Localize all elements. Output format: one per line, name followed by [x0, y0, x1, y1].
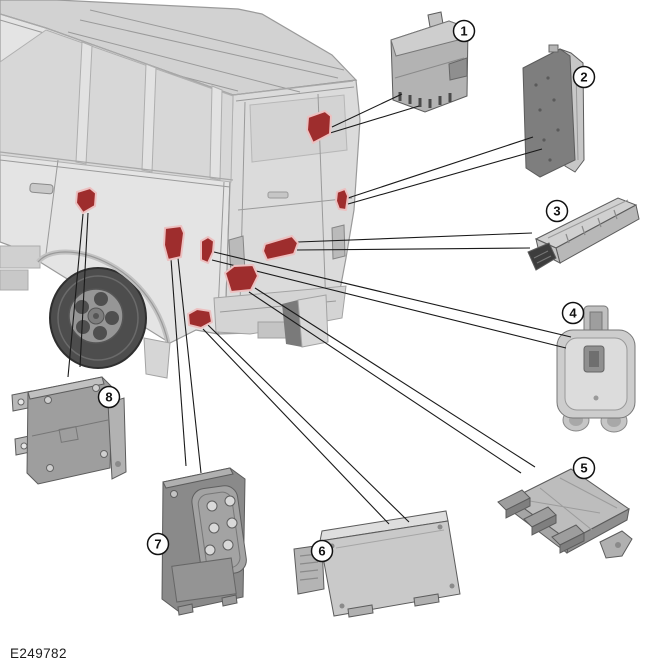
- svg-text:5: 5: [580, 461, 587, 476]
- svg-text:1: 1: [460, 24, 467, 39]
- callout-1[interactable]: 1: [452, 19, 476, 43]
- callout-3[interactable]: 3: [545, 199, 569, 223]
- svg-text:4: 4: [569, 306, 577, 321]
- leader-line-8: [79, 212, 89, 368]
- vehicle-illustration: [0, 0, 361, 379]
- svg-text:8: 8: [105, 390, 112, 405]
- svg-text:3: 3: [553, 204, 560, 219]
- callout-5[interactable]: 5: [572, 456, 596, 480]
- callout-overlay: 1 2 3 4 5 6 7 8: [67, 19, 596, 563]
- location-marker-7: [163, 225, 185, 261]
- rear-wheel: [49, 267, 147, 369]
- taillight-right: [331, 224, 346, 260]
- leader-line-2: [347, 136, 534, 199]
- location-marker-2: [335, 188, 349, 211]
- module-1-illustration: [390, 11, 469, 113]
- figure-code-label: E249782: [10, 646, 67, 661]
- module-5-illustration: [497, 468, 633, 559]
- leader-line-6: [207, 324, 410, 523]
- callout-7[interactable]: 7: [146, 532, 170, 556]
- leader-line-5: [248, 291, 522, 474]
- module-4-illustration: [556, 305, 636, 433]
- location-marker-1: [306, 110, 332, 144]
- leader-line-3: [296, 247, 531, 251]
- leader-line-4: [211, 259, 567, 349]
- callout-4[interactable]: 4: [561, 301, 585, 325]
- callout-2[interactable]: 2: [572, 65, 596, 89]
- door-handle: [29, 182, 54, 195]
- callout-6[interactable]: 6: [310, 539, 334, 563]
- callout-8[interactable]: 8: [97, 385, 121, 409]
- leader-line-7: [170, 258, 187, 467]
- leader-line-4: [213, 251, 572, 338]
- location-marker-3: [262, 235, 299, 261]
- module-3-illustration: [527, 197, 640, 271]
- tailgate-handle: [267, 191, 289, 199]
- leader-line-2: [347, 148, 543, 205]
- leader-line-3: [297, 232, 533, 243]
- leader-line-7: [177, 257, 202, 474]
- module-2-illustration: [522, 44, 585, 178]
- leader-line-1: [329, 105, 420, 134]
- location-marker-6: [187, 308, 213, 329]
- module-7-illustration: [161, 467, 247, 616]
- leader-line-6: [202, 328, 390, 525]
- module-8-illustration: [11, 376, 127, 485]
- mudflap-left: [143, 337, 171, 379]
- leader-line-1: [331, 93, 403, 128]
- location-marker-5: [224, 264, 259, 293]
- location-marker-8: [75, 187, 97, 214]
- location-marker-4: [200, 236, 215, 264]
- svg-text:6: 6: [318, 544, 325, 559]
- leader-line-5: [254, 287, 536, 468]
- module-6-illustration: [293, 510, 461, 618]
- svg-text:7: 7: [154, 537, 161, 552]
- leader-line-8: [67, 213, 84, 378]
- svg-text:2: 2: [580, 70, 587, 85]
